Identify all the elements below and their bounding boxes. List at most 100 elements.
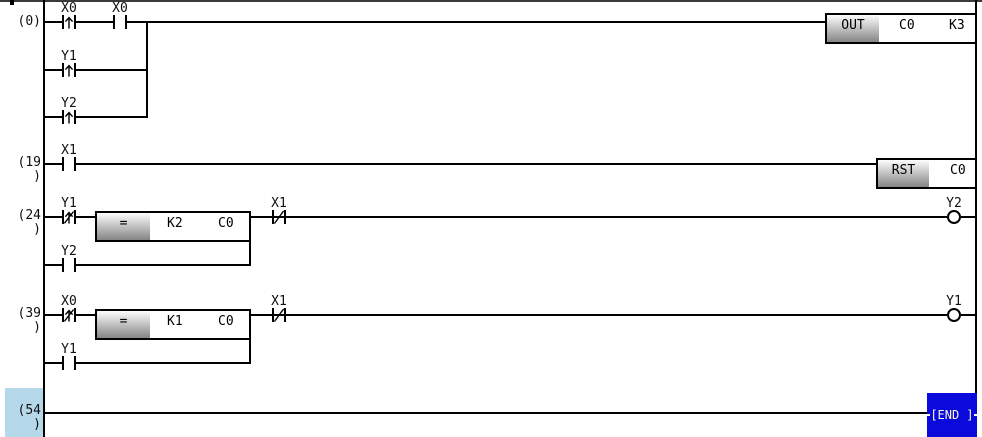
instruction-label: =	[119, 314, 128, 329]
top-tick-mark	[10, 0, 14, 5]
step-number-54: (54	[17, 403, 41, 418]
rung-wire	[43, 163, 62, 165]
rung-wire	[961, 314, 977, 316]
rung-wire	[76, 314, 97, 316]
end-label: [END ]	[930, 408, 974, 422]
branch-wire	[76, 69, 148, 71]
operand-1: K2	[167, 216, 183, 231]
step-number-39-close: )	[33, 320, 41, 335]
device-label: Y1	[946, 294, 962, 309]
right-power-rail	[975, 0, 977, 437]
instruction-cell	[878, 160, 929, 187]
contact-bar	[62, 63, 64, 77]
instruction-cell	[827, 15, 879, 42]
compare-block[interactable]: = K1 C0	[95, 309, 251, 340]
contact-bar	[74, 210, 76, 224]
selection-highlight[interactable]	[5, 388, 43, 437]
device-label: X1	[271, 196, 287, 211]
no-contact-y2[interactable]	[62, 258, 76, 272]
device-label: Y1	[61, 196, 77, 211]
device-label: X0	[61, 294, 77, 309]
up-arrow-icon	[65, 16, 73, 29]
step-number-39: (39	[17, 306, 41, 321]
device-label: Y1	[61, 342, 77, 357]
operand-value: K3	[949, 18, 965, 33]
device-label: Y2	[946, 196, 962, 211]
contact-bar	[62, 210, 64, 224]
operand-1: K1	[167, 314, 183, 329]
contact-bar	[74, 308, 76, 322]
rung-wire	[961, 216, 977, 218]
operand-device: C0	[899, 18, 915, 33]
branch-wire	[76, 362, 251, 364]
nc-slash-icon	[274, 308, 284, 322]
branch-wire	[43, 362, 62, 364]
contact-bar	[62, 308, 64, 322]
rung-wire	[76, 216, 97, 218]
contact-bar	[74, 258, 76, 272]
rung-wire	[43, 314, 62, 316]
branch-wire	[76, 264, 251, 266]
instruction-cell	[97, 213, 150, 240]
no-contact-x0[interactable]	[113, 15, 127, 29]
contact-bar	[272, 210, 274, 224]
end-wire-dash	[973, 414, 977, 416]
compare-block[interactable]: = K2 C0	[95, 211, 251, 242]
nc-contact-x1[interactable]	[272, 210, 286, 224]
contact-bar	[113, 15, 115, 29]
top-border-line	[0, 0, 982, 2]
left-power-rail	[43, 0, 45, 437]
step-number-19-close: )	[33, 169, 41, 184]
step-number-19: (19	[17, 155, 41, 170]
contact-bar	[62, 110, 64, 124]
contact-bar	[62, 356, 64, 370]
output-coil-y1[interactable]	[947, 308, 961, 322]
instruction-label: =	[119, 216, 128, 231]
contact-bar	[284, 308, 286, 322]
nc-slash-icon	[274, 210, 284, 224]
device-label: X1	[61, 143, 77, 158]
branch-wire	[43, 116, 62, 118]
rising-edge-contact-x0[interactable]	[62, 15, 76, 29]
contact-bar	[272, 308, 274, 322]
contact-bar	[62, 15, 64, 29]
out-instruction-block[interactable]: OUT C0 K3	[825, 13, 977, 44]
contact-bar	[62, 258, 64, 272]
rung-wire	[251, 314, 272, 316]
rung-wire	[286, 314, 947, 316]
branch-wire	[76, 116, 148, 118]
contact-bar	[74, 110, 76, 124]
end-instruction-block[interactable]: [END ]	[927, 393, 977, 437]
rising-edge-contact-y2[interactable]	[62, 110, 76, 124]
falling-edge-contact-y1[interactable]	[62, 210, 76, 224]
falling-edge-contact-x0[interactable]	[62, 308, 76, 322]
operand-device: C0	[950, 163, 966, 178]
end-wire-dash	[927, 414, 931, 416]
no-contact-y1[interactable]	[62, 356, 76, 370]
instruction-cell	[97, 311, 150, 338]
rising-edge-contact-y1[interactable]	[62, 63, 76, 77]
device-label: Y2	[61, 96, 77, 111]
output-coil-y2[interactable]	[947, 210, 961, 224]
contact-bar	[62, 157, 64, 171]
contact-bar	[284, 210, 286, 224]
rung-wire	[127, 21, 825, 23]
step-number-0: (0)	[17, 14, 41, 29]
no-contact-x1[interactable]	[62, 157, 76, 171]
device-label: X1	[271, 294, 287, 309]
branch-wire	[43, 69, 62, 71]
step-number-24: (24	[17, 208, 41, 223]
device-label: Y1	[61, 49, 77, 64]
contact-bar	[74, 63, 76, 77]
device-label: X0	[61, 1, 77, 16]
rung-wire	[251, 216, 272, 218]
rung-wire	[286, 216, 947, 218]
up-arrow-icon	[65, 64, 73, 77]
branch-wire	[43, 264, 62, 266]
rung-wire	[76, 21, 113, 23]
contact-bar	[74, 15, 76, 29]
instruction-label: OUT	[841, 18, 865, 33]
nc-contact-x1[interactable]	[272, 308, 286, 322]
rst-instruction-block[interactable]: RST C0	[876, 158, 977, 189]
